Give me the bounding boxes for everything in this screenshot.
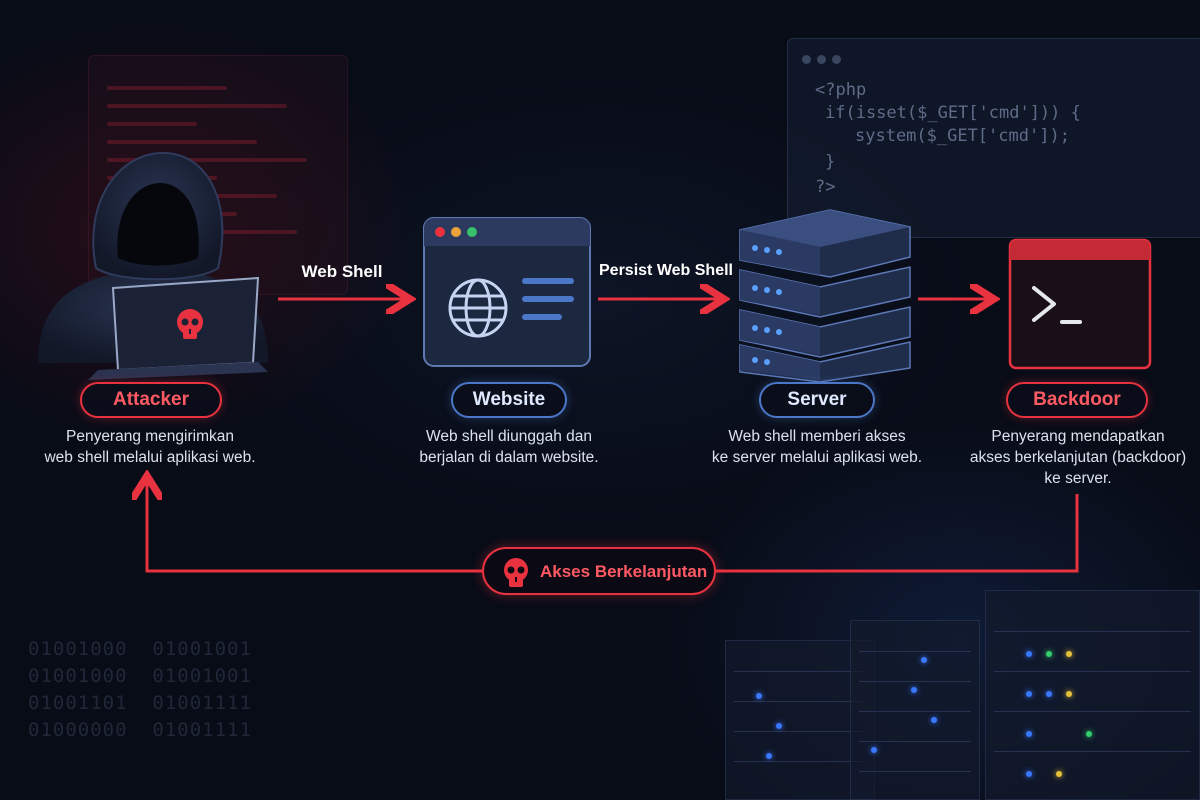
hooded-hacker-laptop-skull-icon	[38, 151, 268, 380]
node-label-server: Server	[759, 382, 875, 418]
desc-line: akses berkelanjutan (backdoor)	[969, 449, 1187, 466]
arrow-label-persist-web-shell: Persist Web Shell	[599, 262, 733, 279]
code-line: ?>	[815, 177, 836, 197]
node-desc-server: Web shell memberi akses ke server melalu…	[687, 426, 947, 468]
node-label-attacker: Attacker	[80, 382, 222, 418]
binary-line: 01001101 01001111	[28, 692, 252, 714]
loop-line-left	[147, 482, 482, 573]
loop-line-right	[716, 494, 1079, 573]
desc-line: Penyerang mengirimkan	[65, 428, 234, 445]
desc-line: web shell melalui aplikasi web.	[44, 449, 256, 466]
node-label-backdoor: Backdoor	[1006, 382, 1148, 418]
code-line: system($_GET['cmd']);	[855, 126, 1070, 146]
code-line: if(isset($_GET['cmd'])) {	[825, 103, 1081, 123]
server-stack-icon	[739, 209, 911, 383]
browser-window-globe-icon	[423, 217, 591, 367]
terminal-prompt-icon	[1008, 238, 1152, 370]
background-code-panel	[787, 38, 1200, 238]
node-desc-website: Web shell diunggah dan berjalan di dalam…	[379, 426, 639, 468]
arrow-label-web-shell: Web Shell	[301, 262, 383, 281]
desc-line: ke server.	[1044, 470, 1112, 487]
desc-line: Web shell memberi akses	[728, 428, 906, 445]
desc-line: ke server melalui aplikasi web.	[711, 449, 923, 466]
node-label-website: Website	[451, 382, 567, 418]
code-line: <?php	[815, 80, 867, 100]
node-desc-attacker: Penyerang mengirimkan web shell melalui …	[20, 426, 280, 468]
binary-line: 01001000 01001001	[28, 638, 252, 660]
desc-line: berjalan di dalam website.	[419, 449, 599, 466]
background-server-rack	[985, 590, 1200, 800]
skull-icon	[504, 558, 528, 587]
desc-line: Web shell diunggah dan	[425, 428, 593, 445]
binary-line: 01001000 01001001	[28, 665, 252, 687]
binary-line: 01000000 01001111	[28, 719, 252, 741]
desc-line: Penyerang mendapatkan	[991, 428, 1165, 445]
loop-label-pill: Akses Berkelanjutan	[482, 547, 716, 595]
code-line: }	[825, 152, 836, 172]
loop-label: Akses Berkelanjutan	[540, 562, 708, 581]
node-desc-backdoor: Penyerang mendapatkan akses berkelanjuta…	[948, 426, 1200, 489]
